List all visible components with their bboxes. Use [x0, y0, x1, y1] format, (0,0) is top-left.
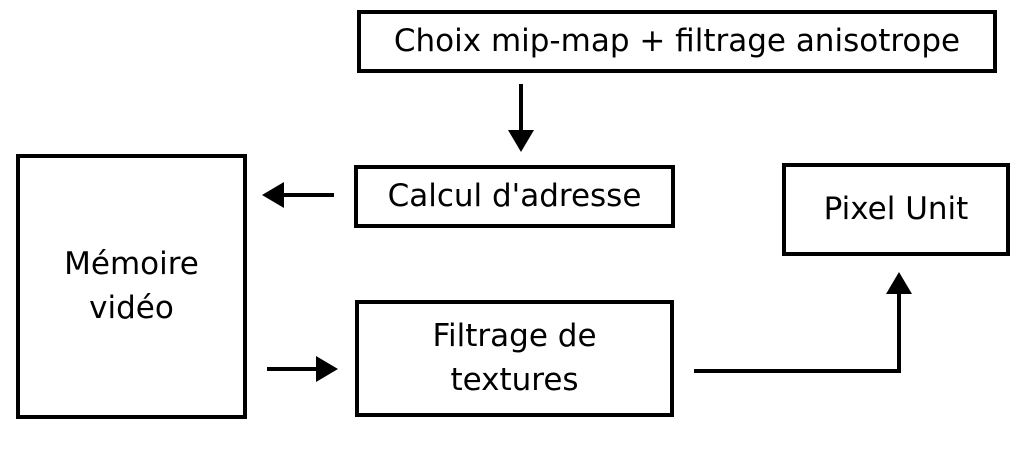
node-pixel-unit-label: Pixel Unit	[823, 190, 969, 227]
arrow-calcul-to-memoire	[262, 182, 334, 208]
node-calcul-adresse: Calcul d'adresse	[354, 165, 675, 228]
node-calcul-adresse-label: Calcul d'adresse	[387, 177, 642, 214]
node-memoire-video: Mémoire vidéo	[16, 154, 247, 419]
arrow-choix-to-calcul	[508, 84, 534, 152]
node-pixel-unit: Pixel Unit	[782, 163, 1010, 256]
arrow-filtrage-to-pixel	[694, 272, 912, 373]
node-filtrage-textures-label: Filtrage de textures	[432, 318, 597, 398]
node-filtrage-textures: Filtrage de textures	[355, 300, 674, 417]
node-choix-mipmap: Choix mip-map + filtrage anisotrope	[357, 10, 997, 73]
node-memoire-video-label: Mémoire vidéo	[64, 246, 199, 326]
node-choix-mipmap-label: Choix mip-map + filtrage anisotrope	[393, 22, 961, 59]
arrow-memoire-to-filtrage	[267, 356, 338, 382]
